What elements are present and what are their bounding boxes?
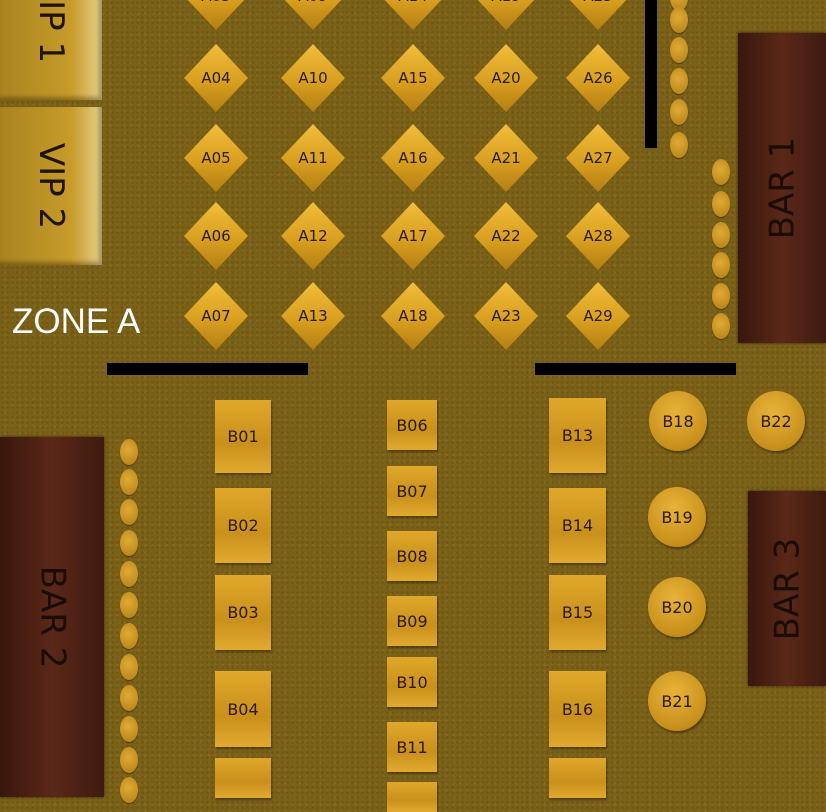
- table-a18[interactable]: A18: [381, 282, 445, 350]
- table-b14[interactable]: B14: [549, 488, 606, 563]
- wall-divider: [645, 0, 657, 148]
- bar-stool[interactable]: [120, 592, 138, 618]
- bar-stool[interactable]: [120, 561, 138, 587]
- table-a10[interactable]: A10: [281, 44, 345, 112]
- table-a06[interactable]: A06: [184, 202, 248, 270]
- bar-label: BAR 2: [32, 565, 72, 669]
- table-b08[interactable]: B08: [387, 531, 437, 581]
- bar-stool[interactable]: [712, 283, 730, 309]
- table-a15[interactable]: A15: [381, 44, 445, 112]
- wall-divider: [107, 363, 308, 375]
- vip-room-2[interactable]: VIP 2: [0, 107, 102, 265]
- bar-stool[interactable]: [712, 222, 730, 248]
- bar-stool[interactable]: [120, 469, 138, 495]
- table-a12[interactable]: A12: [281, 202, 345, 270]
- table-b15[interactable]: B15: [549, 575, 606, 650]
- table-b18[interactable]: B18: [649, 391, 707, 451]
- table-a21[interactable]: A21: [474, 124, 538, 192]
- table-a23[interactable]: A23: [474, 282, 538, 350]
- bar-label: BAR 3: [767, 537, 807, 640]
- bar-stool[interactable]: [120, 777, 138, 803]
- bar-stool[interactable]: [670, 68, 688, 94]
- bar-stool[interactable]: [120, 747, 138, 773]
- table-b19[interactable]: B19: [648, 487, 706, 547]
- table-a28[interactable]: A28: [566, 202, 630, 270]
- table-b16[interactable]: B16: [549, 671, 606, 747]
- table-a03[interactable]: A03: [184, 0, 248, 30]
- table-a19[interactable]: A19: [474, 0, 538, 30]
- bar-stool[interactable]: [120, 685, 138, 711]
- table-a04[interactable]: A04: [184, 44, 248, 112]
- zone-label: ZONE A: [12, 302, 141, 341]
- table-a05[interactable]: A05: [184, 124, 248, 192]
- table-b11[interactable]: B11: [387, 722, 437, 772]
- bar-stool[interactable]: [120, 716, 138, 742]
- table-a25[interactable]: A25: [566, 0, 630, 30]
- table-b-partial[interactable]: [549, 758, 606, 798]
- bar-stool[interactable]: [712, 159, 730, 185]
- table-b03[interactable]: B03: [215, 575, 271, 650]
- table-b04[interactable]: B04: [215, 671, 271, 747]
- table-b22[interactable]: B22: [747, 391, 805, 451]
- table-b09[interactable]: B09: [387, 596, 437, 646]
- bar-3[interactable]: BAR 3: [748, 491, 826, 686]
- table-b02[interactable]: B02: [215, 488, 271, 563]
- table-a16[interactable]: A16: [381, 124, 445, 192]
- table-a27[interactable]: A27: [566, 124, 630, 192]
- table-a11[interactable]: A11: [281, 124, 345, 192]
- table-b07[interactable]: B07: [387, 466, 437, 516]
- table-b06[interactable]: B06: [387, 400, 437, 450]
- table-b-partial[interactable]: [215, 758, 271, 798]
- bar-stool[interactable]: [670, 7, 688, 33]
- bar-stool[interactable]: [712, 313, 730, 339]
- bar-stool[interactable]: [120, 530, 138, 556]
- vip-room-label: VIP 2: [30, 142, 71, 230]
- bar-2[interactable]: BAR 2: [0, 437, 104, 797]
- table-b20[interactable]: B20: [648, 577, 706, 637]
- table-b13[interactable]: B13: [549, 398, 606, 473]
- table-a07[interactable]: A07: [184, 282, 248, 350]
- vip-room-1[interactable]: VIP 1: [0, 0, 102, 100]
- bar-stool[interactable]: [670, 37, 688, 63]
- bar-stool[interactable]: [120, 623, 138, 649]
- table-b01[interactable]: B01: [215, 400, 271, 473]
- table-b10[interactable]: B10: [387, 657, 437, 707]
- table-a22[interactable]: A22: [474, 202, 538, 270]
- bar-stool[interactable]: [670, 0, 688, 11]
- bar-label: BAR 1: [762, 136, 802, 240]
- bar-stool[interactable]: [712, 252, 730, 278]
- bar-stool[interactable]: [712, 191, 730, 217]
- table-b-partial[interactable]: [387, 782, 437, 812]
- table-a13[interactable]: A13: [281, 282, 345, 350]
- table-a29[interactable]: A29: [566, 282, 630, 350]
- table-a09[interactable]: A09: [281, 0, 345, 30]
- table-a17[interactable]: A17: [381, 202, 445, 270]
- bar-stool[interactable]: [120, 439, 138, 465]
- bar-stool[interactable]: [120, 654, 138, 680]
- table-a14[interactable]: A14: [381, 0, 445, 30]
- table-a20[interactable]: A20: [474, 44, 538, 112]
- wall-divider: [535, 363, 736, 375]
- bar-stool[interactable]: [120, 499, 138, 525]
- table-a26[interactable]: A26: [566, 44, 630, 112]
- vip-room-label: VIP 1: [30, 0, 71, 64]
- bar-1[interactable]: BAR 1: [738, 33, 826, 343]
- table-b21[interactable]: B21: [648, 671, 706, 731]
- bar-stool[interactable]: [670, 99, 688, 125]
- bar-stool[interactable]: [670, 132, 688, 158]
